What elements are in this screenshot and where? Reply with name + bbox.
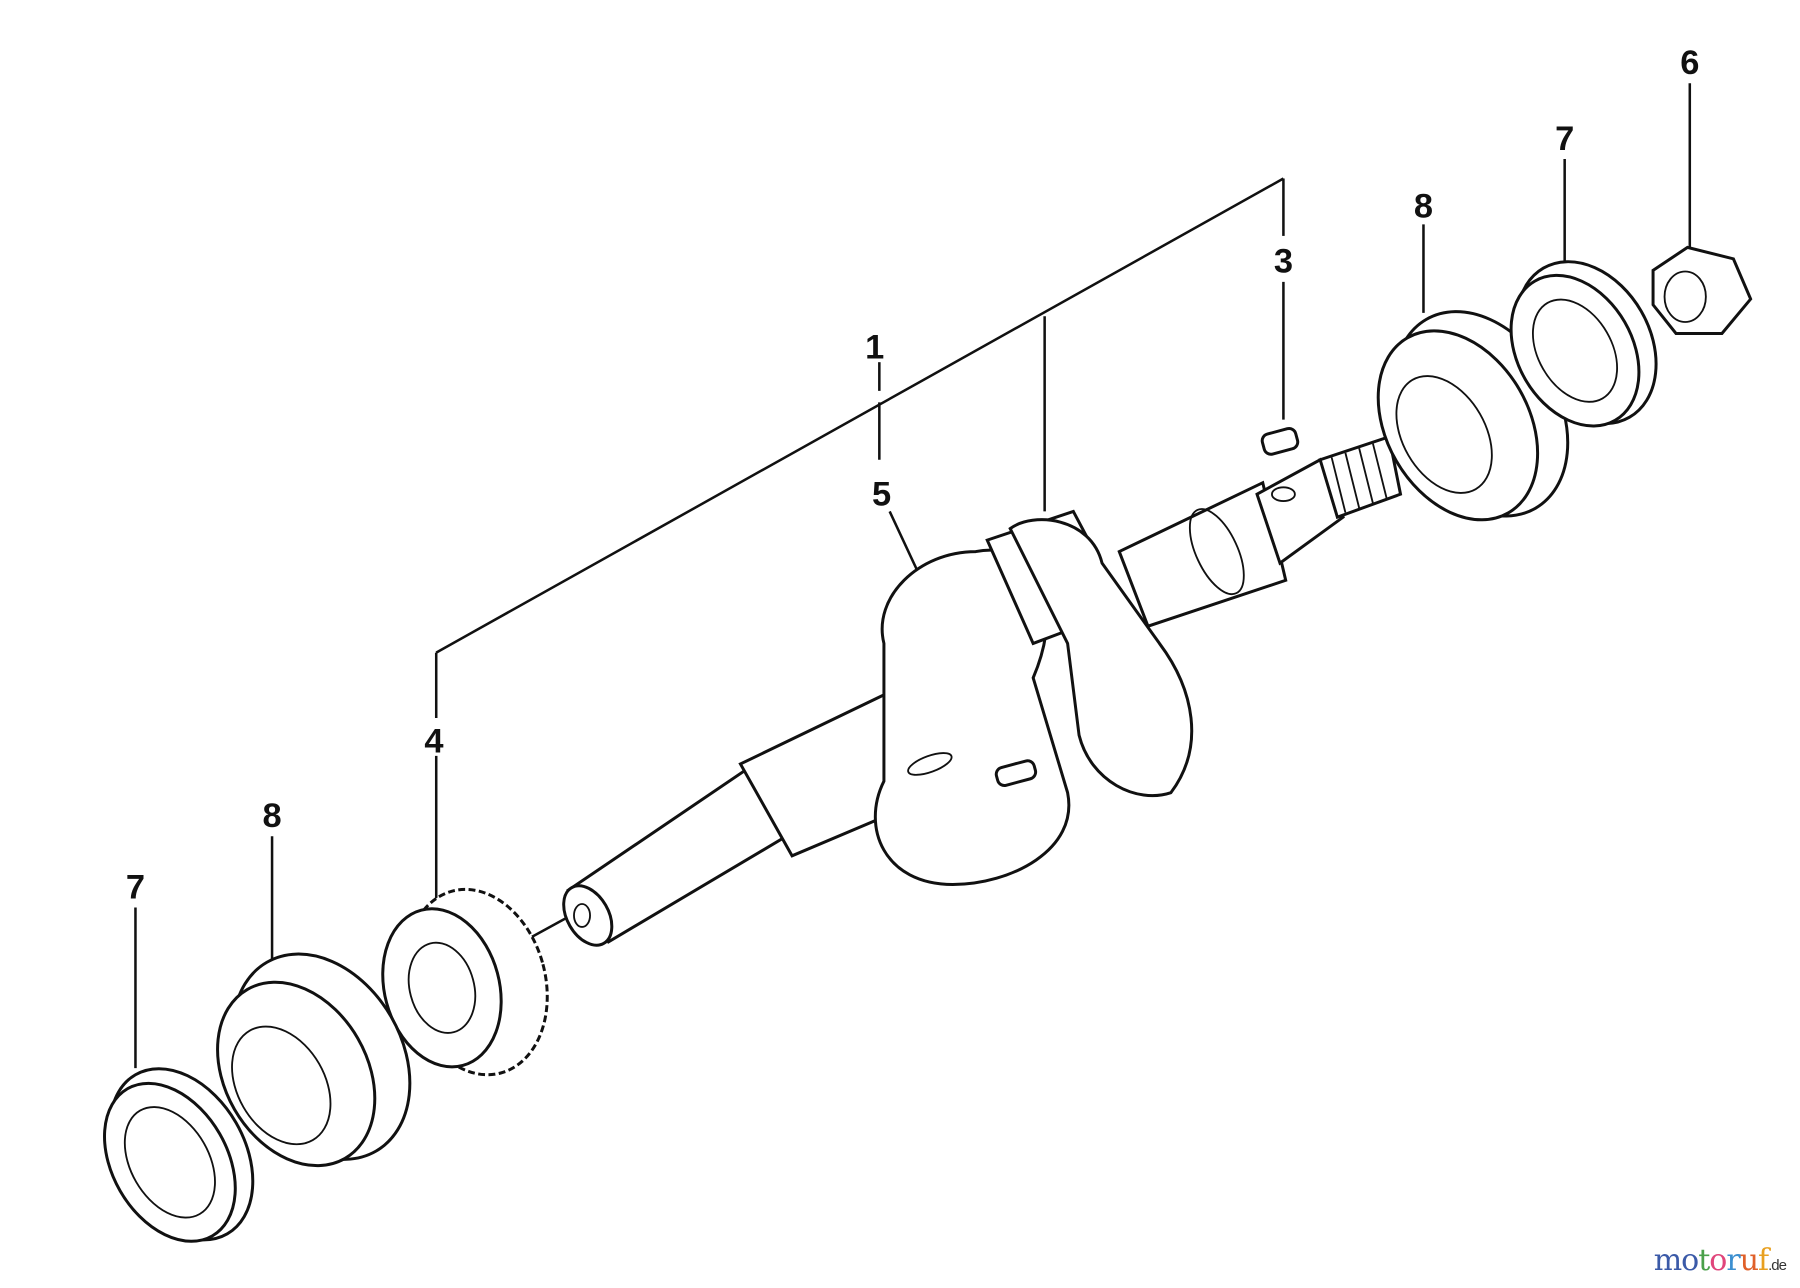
callout-label-3: 3 — [1274, 243, 1293, 281]
thread-lines — [1330, 443, 1388, 513]
oil-seal-7-bottom — [103, 1067, 255, 1243]
woodruff-key-5 — [994, 759, 1038, 788]
watermark-suffix: .de — [1768, 1257, 1787, 1274]
crankshaft — [562, 434, 1403, 947]
watermark-letter: r — [1726, 1243, 1740, 1278]
callout-label-1: 1 — [865, 329, 884, 367]
callout-label-7-top: 7 — [1555, 120, 1574, 158]
hex-nut-6 — [1651, 245, 1753, 335]
gear-4 — [381, 887, 549, 1077]
callout-label-4: 4 — [424, 722, 443, 760]
watermark-letter: m — [1653, 1243, 1682, 1278]
watermark-letter: o — [1709, 1243, 1727, 1278]
callout-label-6: 6 — [1680, 44, 1699, 82]
callout-label-7-bottom: 7 — [126, 868, 145, 906]
watermark-letter: t — [1698, 1243, 1710, 1278]
callout-label-8-bottom: 8 — [262, 797, 281, 835]
callout-label-8-top: 8 — [1414, 188, 1433, 226]
ball-bearing-8-bottom — [216, 952, 412, 1168]
watermark-letter: f — [1758, 1243, 1769, 1278]
oil-seal-7-top — [1509, 260, 1658, 428]
watermark-text: motoruf — [1653, 1243, 1769, 1278]
watermark-letter: o — [1681, 1243, 1699, 1278]
watermark-letter: u — [1739, 1243, 1759, 1278]
woodruff-key-3 — [1260, 427, 1300, 456]
callout-label-5: 5 — [872, 476, 891, 514]
motoruf-watermark: motoruf.de — [1653, 1243, 1787, 1278]
